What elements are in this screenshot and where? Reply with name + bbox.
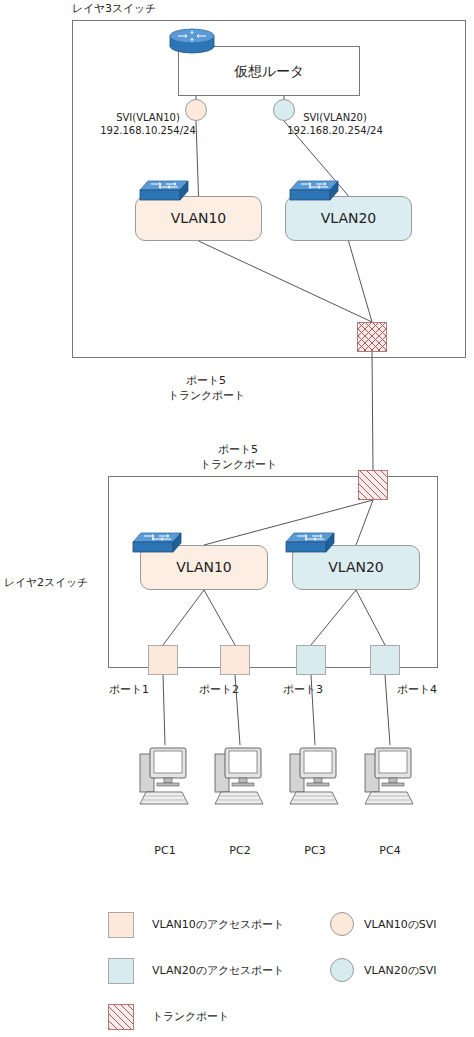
legend-swatch [330, 912, 354, 936]
node-label: ポート4 [397, 683, 457, 696]
connector-line [204, 590, 235, 645]
switch-icon [286, 533, 334, 552]
node-label: レイヤ2スイッチ [4, 576, 104, 589]
pc-node: PC4 [364, 745, 416, 860]
node-label: ポート5 [168, 374, 244, 387]
node-label: ポート2 [199, 683, 259, 696]
node-label: トランクポート [200, 458, 277, 471]
legend-text: VLAN20のアクセスポート [152, 964, 284, 977]
node-label: VLAN20 [328, 559, 384, 576]
vlan-box: VLAN20 [285, 196, 412, 241]
access-port: ポート3 [296, 645, 326, 675]
pc-node: PC3 [289, 745, 341, 860]
node-label: ポート3 [283, 683, 343, 696]
connector-line [385, 675, 390, 745]
connector-line [199, 241, 373, 322]
access-port: ポート1 [148, 645, 178, 675]
connector-line [204, 500, 373, 545]
node-label: ポート1 [109, 683, 169, 696]
node-label: PC2 [214, 844, 266, 857]
node-label: VLAN10 [176, 559, 232, 576]
router-icon [170, 29, 214, 53]
layer2-switch-box: レイヤ2スイッチポート5トランクポートVLAN10VLAN20ポート1ポート2ポ… [108, 476, 438, 668]
connector-line [356, 500, 373, 545]
legend-swatch [108, 1004, 134, 1030]
pc-icon [290, 748, 338, 804]
trunk-port: ポート5トランクポート [358, 470, 388, 500]
node-label: 192.168.10.254/24 [98, 125, 198, 137]
legend-swatch [108, 958, 134, 984]
connector-line [311, 675, 315, 745]
connector-line [163, 590, 204, 645]
legend-text: VLAN20のSVI [364, 964, 436, 977]
svi-circle: SVI(VLAN20)192.168.20.254/24 [273, 99, 295, 121]
connector-line [196, 96, 197, 99]
pc-icon [215, 748, 263, 804]
node-label: VLAN10 [171, 210, 227, 227]
pc-node: PC1 [139, 745, 191, 860]
layer3-switch-box: レイヤ3スイッチ仮想ルータSVI(VLAN10)192.168.10.254/2… [72, 20, 466, 358]
connector-line [349, 241, 373, 322]
connector-line [163, 675, 165, 745]
node-label: PC4 [364, 844, 416, 857]
pc-icon [140, 748, 188, 804]
svi-circle: SVI(VLAN10)192.168.10.254/24 [185, 99, 207, 121]
pc-icon [365, 748, 413, 804]
legend-swatch [108, 912, 134, 938]
switch-icon [290, 181, 338, 200]
connector-line [284, 121, 349, 196]
trunk-port: ポート5トランクポート [357, 322, 387, 352]
legend-text: VLAN10のSVI [364, 918, 436, 931]
switch-icon [140, 181, 188, 200]
connector-line [356, 590, 385, 645]
connector-line [311, 590, 356, 645]
legend-text: VLAN10のアクセスポート [152, 918, 284, 931]
access-port: ポート2 [220, 645, 250, 675]
node-label: SVI(VLAN10) [98, 112, 198, 124]
connector-line [196, 121, 199, 196]
node-label: SVI(VLAN20) [285, 112, 385, 124]
node-label: VLAN20 [321, 210, 377, 227]
vlan-box: VLAN10 [135, 196, 262, 241]
switch-icon [133, 533, 181, 552]
vlan-box: VLAN10 [140, 545, 268, 590]
node-label: PC1 [139, 844, 191, 857]
node-label: トランクポート [168, 389, 245, 402]
access-port: ポート4 [370, 645, 400, 675]
node-label: 192.168.20.254/24 [285, 125, 385, 137]
node-label: レイヤ3スイッチ [72, 2, 232, 15]
node-label: ポート5 [200, 443, 276, 456]
legend-text: トランクポート [152, 1010, 229, 1023]
connector-line [372, 352, 373, 470]
connector-line [284, 96, 285, 99]
pc-node: PC2 [214, 745, 266, 860]
node-label: 仮想ルータ [234, 63, 304, 80]
connector-line [235, 675, 240, 745]
legend-swatch [330, 958, 354, 982]
virtual-router-box: 仮想ルータ [178, 46, 360, 96]
vlan-box: VLAN20 [292, 545, 420, 590]
node-label: PC3 [289, 844, 341, 857]
